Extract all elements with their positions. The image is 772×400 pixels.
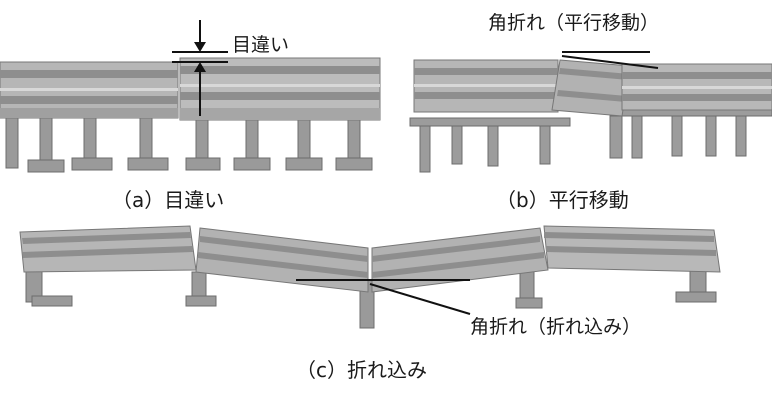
panel-c-left-center-deck xyxy=(195,227,369,293)
panel-a-illustration xyxy=(0,20,381,173)
panel-c-right-center-deck xyxy=(371,227,549,293)
panel-c-illustration xyxy=(19,225,721,329)
panel-b-angle-marker xyxy=(561,51,659,69)
panel-b-annotation: 角折れ（平行移動） xyxy=(488,12,660,34)
panel-b-piers xyxy=(409,107,772,173)
panel-a-annotation: 目違い xyxy=(232,34,290,56)
panel-b-middle-deck xyxy=(551,59,631,117)
panel-c-left-end-deck xyxy=(19,225,197,273)
panel-b-caption: （b）平行移動 xyxy=(496,188,629,212)
panel-c-annotation: 角折れ（折れ込み） xyxy=(470,316,642,338)
panel-b-illustration xyxy=(409,51,772,173)
panel-c-caption: （c）折れ込み xyxy=(296,358,427,382)
panel-b-left-deck xyxy=(413,59,559,113)
panel-b-right-deck xyxy=(621,63,772,111)
panel-a-right-deck xyxy=(179,57,381,121)
panel-c-right-end-deck xyxy=(543,225,721,273)
panel-c-angle-marker xyxy=(296,279,471,315)
panel-a-caption: （a）目違い xyxy=(112,188,225,212)
panel-a-piers xyxy=(5,117,373,173)
panel-a-offset-marker xyxy=(172,20,228,116)
panel-a-left-deck xyxy=(0,61,179,119)
